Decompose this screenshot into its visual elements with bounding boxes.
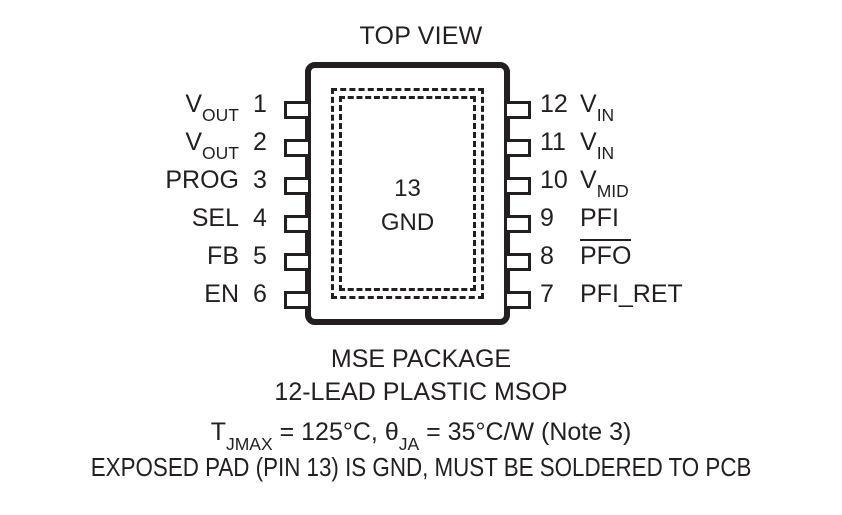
exposed-pad-name: GND	[380, 209, 435, 236]
theta-ja-symbol: θ	[384, 418, 399, 446]
exposed-pad-number: 13	[394, 175, 421, 202]
pin-name-PFO: PFO	[580, 238, 632, 271]
pin-name-base: V	[185, 127, 203, 156]
package-caption: MSE PACKAGE 12-LEAD PLASTIC MSOP	[0, 343, 842, 409]
pin-name-VMID: VMID	[580, 165, 629, 200]
pin-name-VIN: VIN	[580, 127, 614, 162]
pin-name-FB: FB	[207, 242, 239, 271]
package-outline: 13 GND	[284, 62, 531, 325]
theta-ja-value: = 35°C/W (Note 3)	[419, 418, 632, 446]
pin-name-base: PFI_RET	[580, 279, 683, 308]
pin-name-base: SEL	[191, 203, 239, 232]
pin-stub-5	[284, 253, 311, 271]
pin-number-1: 1	[253, 89, 267, 118]
page-title: TOP VIEW	[359, 22, 483, 50]
pin-row-10: 10 VMID	[540, 166, 629, 200]
exposed-pad-inner-boundary	[339, 96, 476, 291]
pin-number-5: 5	[253, 241, 267, 270]
pin-name-base: V	[580, 89, 597, 118]
pin-name-base: V	[580, 127, 597, 156]
pin-stub-6	[284, 291, 311, 309]
pin-name-SEL: SEL	[192, 204, 239, 233]
pin-row-2: VOUT 2	[185, 128, 277, 162]
pin-number-6: 6	[253, 279, 267, 308]
pin-name-subscript: IN	[596, 143, 615, 163]
theta-ja-subscript: JA	[398, 433, 420, 454]
pin-name-VIN: VIN	[580, 89, 614, 124]
pin-stub-7	[504, 291, 531, 309]
pin-number-4: 4	[253, 203, 267, 232]
pin-name-base: EN	[204, 279, 239, 308]
package-type: 12-LEAD PLASTIC MSOP	[274, 378, 568, 406]
pin-stub-2	[284, 139, 311, 157]
pin-row-9: 9 PFI	[540, 204, 619, 232]
pin-row-5: FB 5	[207, 242, 277, 270]
pin-name-subscript: OUT	[202, 143, 239, 163]
pin-name-subscript: OUT	[202, 105, 239, 125]
exposed-pad-label: 13 GND	[311, 172, 504, 240]
tjmax-symbol: T	[210, 418, 226, 446]
pin-number-10: 10	[540, 165, 568, 194]
pin-name-overline: PFO	[580, 238, 632, 270]
pin-row-1: VOUT 1	[185, 90, 277, 124]
pin-row-8: 8 PFO	[540, 238, 632, 270]
pin-name-base: PROG	[165, 165, 239, 194]
pin-name-VOUT: VOUT	[185, 89, 239, 124]
pin-stub-12	[504, 101, 531, 119]
pin-number-9: 9	[540, 203, 554, 232]
pin-name-subscript: IN	[596, 105, 615, 125]
exposed-pad-note-caption: EXPOSED PAD (PIN 13) IS GND, MUST BE SOL…	[0, 452, 842, 483]
pin-name-base: PFO	[580, 241, 632, 270]
package-name: MSE PACKAGE	[330, 345, 512, 373]
exposed-pad: 13 GND	[311, 68, 504, 319]
pin-row-6: EN 6	[204, 280, 277, 308]
thermal-spec-caption: TJMAX = 125°C, θJA = 35°C/W (Note 3)	[0, 418, 842, 452]
pin-name-base: FB	[207, 241, 239, 270]
pin-stub-3	[284, 177, 311, 195]
pin-name-base: V	[185, 89, 203, 118]
pin-row-12: 12 VIN	[540, 90, 614, 124]
pin-stub-4	[284, 215, 311, 233]
pin-name-PFI: PFI	[580, 204, 619, 233]
pin-stub-9	[504, 215, 531, 233]
pin-name-EN: EN	[204, 280, 239, 309]
pin-name-base: V	[580, 165, 597, 194]
pin-row-7: 7 PFI_RET	[540, 280, 683, 308]
pin-number-2: 2	[253, 127, 267, 156]
pin-name-PFI_RET: PFI_RET	[580, 280, 683, 309]
pin-row-11: 11 VIN	[540, 128, 614, 162]
pin-name-base: PFI	[580, 203, 619, 232]
tjmax-value: = 125°C,	[272, 418, 385, 446]
pin-stub-8	[504, 253, 531, 271]
pin-stub-10	[504, 177, 531, 195]
exposed-pad-outer-boundary	[331, 88, 484, 299]
pin-row-3: PROG 3	[165, 166, 277, 194]
pin-number-8: 8	[540, 241, 554, 270]
pin-stub-11	[504, 139, 531, 157]
pin-number-11: 11	[540, 127, 566, 156]
pin-stub-1	[284, 101, 311, 119]
pin-name-PROG: PROG	[165, 166, 239, 195]
tjmax-subscript: JMAX	[225, 433, 273, 454]
pin-row-4: SEL 4	[192, 204, 277, 232]
exposed-pad-note-text: EXPOSED PAD (PIN 13) IS GND, MUST BE SOL…	[90, 452, 752, 482]
pin-number-7: 7	[540, 279, 554, 308]
pin-name-subscript: MID	[596, 181, 629, 201]
pin-number-3: 3	[253, 165, 267, 194]
pin-name-VOUT: VOUT	[185, 127, 239, 162]
pin-number-12: 12	[540, 89, 568, 118]
